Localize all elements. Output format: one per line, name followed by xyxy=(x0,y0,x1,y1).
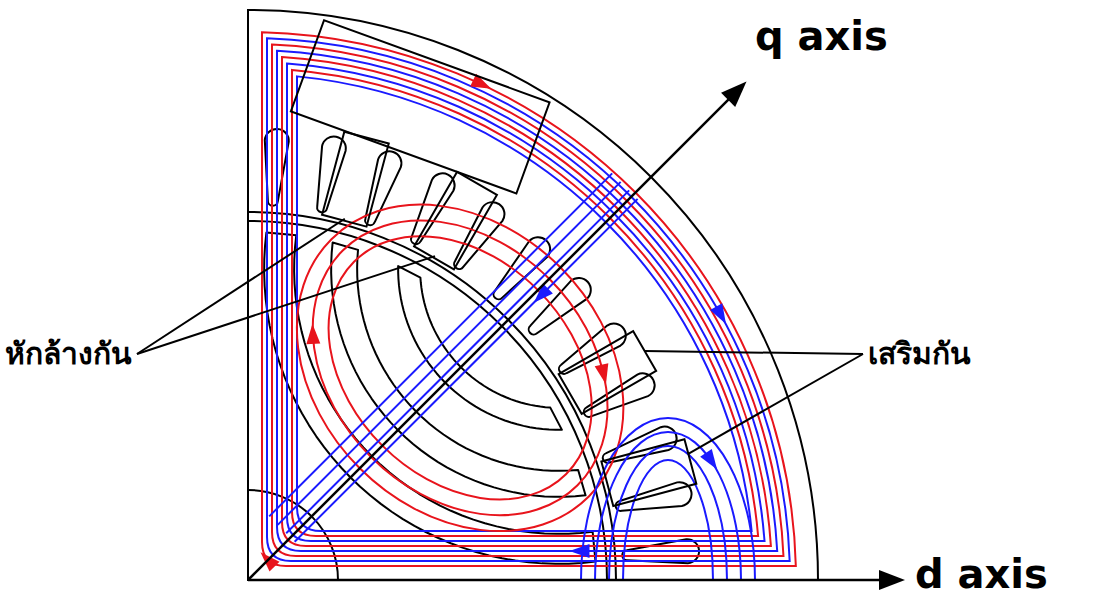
flux-line-blue xyxy=(581,418,755,580)
callout-label: หักล้างกัน xyxy=(5,336,132,372)
flux-arrow xyxy=(305,324,320,345)
flux-line-blue xyxy=(286,190,629,533)
leader-line xyxy=(645,351,863,354)
leader-line xyxy=(137,219,345,354)
flux-line-blue xyxy=(595,432,741,580)
stator-slot xyxy=(309,134,348,214)
flux-arrow xyxy=(700,449,723,473)
flux-line-blue xyxy=(623,460,713,580)
leader-line xyxy=(688,354,863,454)
flux-line-blue xyxy=(269,173,612,516)
stator-outline xyxy=(248,10,818,580)
stator-slot xyxy=(261,128,290,206)
flux-arrow xyxy=(710,303,732,327)
q-axis-line xyxy=(248,91,737,580)
d-axis-line xyxy=(248,579,890,582)
axis-arrowhead xyxy=(879,570,905,590)
motor-figure xyxy=(231,10,905,597)
highlight-box xyxy=(322,132,389,227)
flux-line-blue xyxy=(278,182,621,525)
highlight-box xyxy=(291,20,550,193)
flux-line-blue xyxy=(609,446,727,580)
axis-label: d axis xyxy=(915,550,1048,598)
stator-slot xyxy=(522,273,596,342)
callout-label: เสริมกัน xyxy=(868,336,971,372)
highlight-box xyxy=(559,331,656,414)
axis-arrowhead xyxy=(721,74,754,107)
highlight-box xyxy=(601,439,696,506)
highlight-box xyxy=(414,172,497,269)
flux-line-blue xyxy=(295,199,638,542)
flux-arrow xyxy=(570,544,590,558)
stator-slot xyxy=(621,538,699,567)
flux-lines xyxy=(231,32,796,597)
axis-label: q axis xyxy=(755,12,888,60)
leader-line xyxy=(137,256,435,354)
flux-arrow xyxy=(595,363,613,386)
